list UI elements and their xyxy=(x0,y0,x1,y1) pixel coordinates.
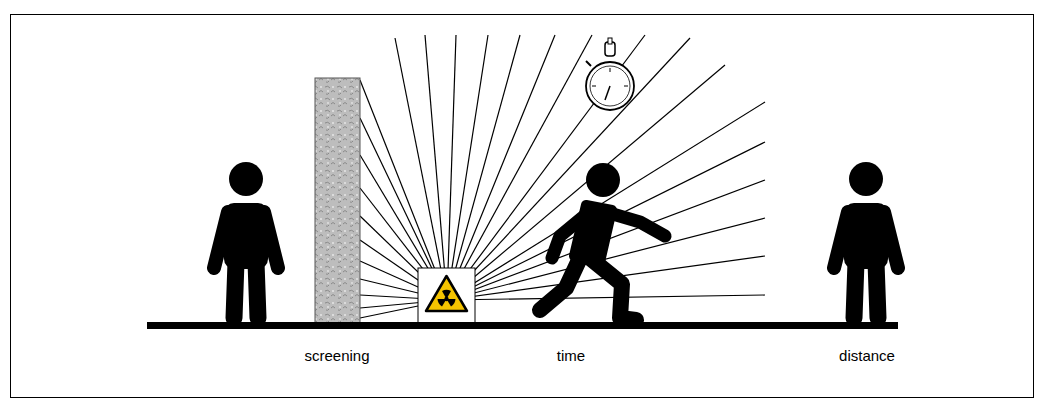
method-label: time xyxy=(557,347,585,364)
person-behind-screen xyxy=(214,162,278,318)
person-at-distance xyxy=(834,162,898,318)
running-person xyxy=(540,163,665,320)
frame xyxy=(11,15,1034,398)
method-label: screening xyxy=(304,347,369,364)
ground-line xyxy=(147,322,898,329)
method-label: distance xyxy=(839,347,895,364)
radiation-source xyxy=(418,268,475,323)
shield-wall xyxy=(315,78,360,325)
stopwatch xyxy=(586,38,634,110)
